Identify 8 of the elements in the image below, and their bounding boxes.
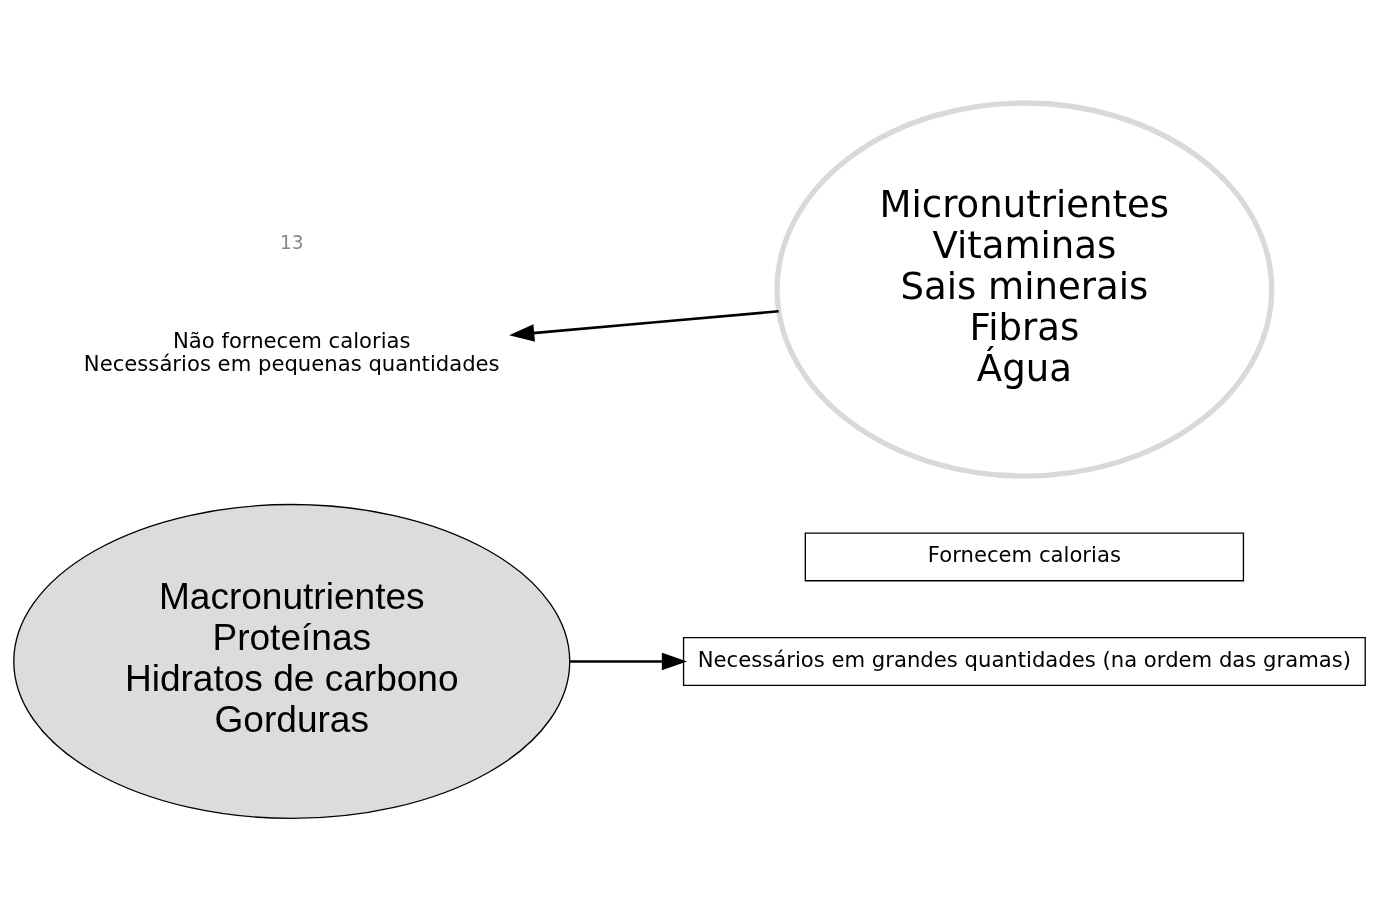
node-ellipse: Macronutrientes Proteínas Hidratos de carbono Gorduras [13,503,571,820]
node-box: Necessários em grandes quantidades (na ordem das gramas) [682,637,1366,686]
node-box: Fornecem calorias [804,532,1245,582]
node-text: Não fornecem calorias Necessários em pequenas quantidades [83,327,500,377]
label: 13 [279,232,304,254]
node-ellipse: Micronutrientes Vitaminas Sais minerais Fibras Água [774,100,1275,479]
arrow [570,652,687,671]
arrow [509,309,779,342]
